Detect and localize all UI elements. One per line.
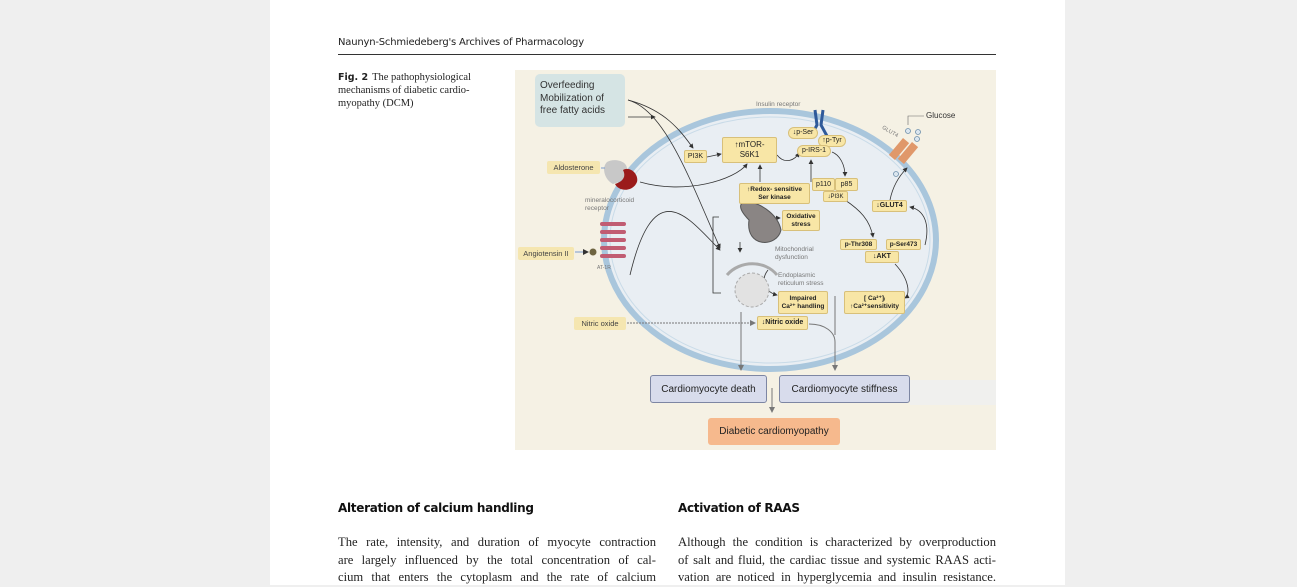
glucose-leader (907, 115, 924, 125)
text-line: The rate, intensity, and duration of myo… (338, 535, 656, 549)
cardiomyocyte-stiffness-box: Cardiomyocyte stiffness (779, 375, 910, 403)
oxidative-stress-node: Oxidative stress (782, 210, 820, 231)
redox-node: ↑Redox- sensitive Ser kinase (739, 183, 810, 204)
overfeeding-box: Overfeeding Mobilization of free fatty a… (535, 74, 625, 127)
journal-header: Naunyn-Schmiedeberg's Archives of Pharma… (338, 37, 584, 48)
mtor-node: ↑mTOR- S6K1 (722, 137, 777, 163)
figure-label: Fig. 2 (338, 72, 369, 83)
pi3k-down-node: ↓PI3K (823, 191, 848, 202)
p85-node: p85 (835, 178, 858, 191)
pser473-node: p-Ser473 (886, 239, 921, 250)
glut4-node: ↓GLUT4 (872, 200, 907, 212)
aldosterone-icon (604, 160, 628, 184)
caption-text: The pathophysiological mechanisms of dia… (338, 72, 471, 109)
text-line: Although the condition is characterized … (678, 535, 996, 549)
angiotensin-ligand-icon (589, 248, 597, 256)
pser-node: ↓p-Ser (788, 127, 818, 139)
mitochondria-icon (740, 201, 782, 243)
ptyr-node: ↑p-Tyr (818, 135, 846, 147)
p110-node: p110 (812, 178, 835, 191)
angiotensin-box: Angiotensin II (518, 247, 574, 260)
header-rule (338, 54, 996, 55)
section-heading-raas: Activation of RAAS (678, 501, 800, 515)
at1r-label: AT-1R (597, 265, 611, 271)
section-heading-calcium: Alteration of calcium handling (338, 501, 534, 515)
insulin-receptor-label: Insulin receptor (756, 101, 801, 108)
er-membrane (725, 262, 779, 277)
cardiomyocyte-death-box: Cardiomyocyte death (650, 375, 767, 403)
ca-sensitivity-node: [ Ca²⁺]ᵢ ↑Ca²⁺sensitivity (844, 291, 905, 314)
pirs1-node: p-IRS-1 (797, 145, 831, 157)
glucose-molecules-icon (893, 128, 921, 177)
mineralocorticoid-receptor-icon (615, 168, 638, 190)
dcm-figure: Overfeeding Mobilization of free fatty a… (515, 70, 996, 450)
text-line: are largely influenced by the total conc… (338, 552, 656, 567)
section-body-calcium: The rate, intensity, and duration of myo… (338, 534, 656, 587)
endoplasmic-reticulum-icon (734, 272, 770, 308)
text-line: vation are noticed in hyperglycemia and … (678, 570, 996, 584)
mineralocorticoid-label: mineralocorticoid receptor (585, 197, 635, 212)
mito-label: Mitochondrial dysfunction (775, 246, 814, 261)
er-label: Endoplasmic reticulum stress (778, 272, 824, 287)
section-body-raas: Although the condition is characterized … (678, 534, 996, 587)
pthr308-node: p-Thr308 (840, 239, 877, 250)
akt-node: ↓AKT (865, 251, 899, 263)
outcome-arrows (627, 296, 838, 413)
diabetic-cardiomyopathy-box: Diabetic cardiomyopathy (708, 418, 840, 445)
at1r-receptor-icon (600, 222, 626, 258)
light-band (910, 380, 996, 405)
nitric-oxide-input: Nitric oxide (574, 317, 626, 330)
text-line: of salt and fluid, the cardiac tissue an… (678, 552, 996, 567)
glucose-label: Glucose (926, 111, 956, 120)
pi3k-node: PI3K (684, 150, 707, 163)
aldosterone-box: Aldosterone (547, 161, 600, 174)
text-line: cium that enters the cytoplasm and the r… (338, 570, 656, 584)
impaired-ca-node: Impaired Ca²⁺ handling (778, 291, 828, 314)
document-page: Naunyn-Schmiedeberg's Archives of Pharma… (270, 0, 1065, 585)
glut4-transporter-icon (888, 138, 919, 164)
nitric-oxide-down-node: ↓Nitric oxide (757, 316, 808, 330)
